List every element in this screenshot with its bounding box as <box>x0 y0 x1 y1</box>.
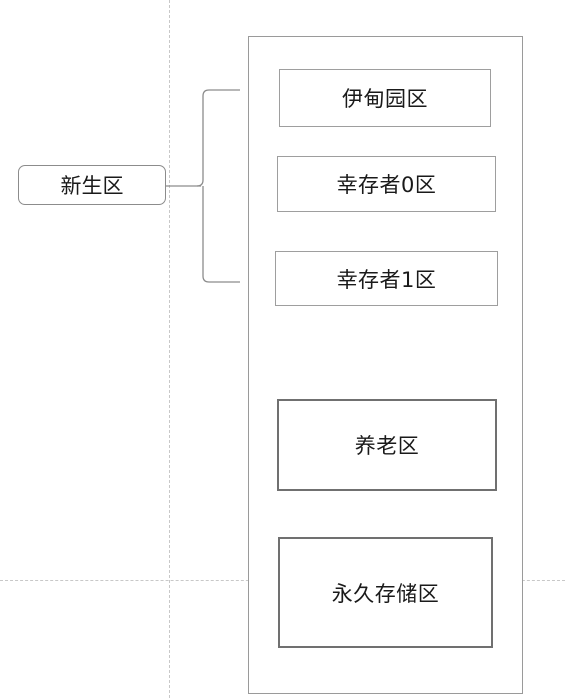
old-generation-region: 养老区 <box>277 399 497 491</box>
young-generation-label: 新生区 <box>60 174 124 198</box>
old-generation-label: 养老区 <box>354 434 420 458</box>
survivor1-region-label: 幸存者1区 <box>336 267 437 292</box>
bracket-connector <box>196 89 240 283</box>
permanent-generation-region: 永久存储区 <box>278 537 493 648</box>
survivor0-region-label: 幸存者0区 <box>336 173 437 197</box>
heap-container: 伊甸园区 幸存者0区 幸存者1区 养老区 永久存储区 <box>248 36 523 694</box>
young-generation-node: 新生区 <box>18 165 166 205</box>
survivor1-region: 幸存者1区 <box>275 251 498 306</box>
eden-region: 伊甸园区 <box>279 69 491 127</box>
survivor0-region: 幸存者0区 <box>277 156 496 212</box>
eden-region-label: 伊甸园区 <box>342 87 428 111</box>
vertical-guide-line <box>169 0 170 698</box>
permanent-generation-label: 永久存储区 <box>331 581 440 606</box>
